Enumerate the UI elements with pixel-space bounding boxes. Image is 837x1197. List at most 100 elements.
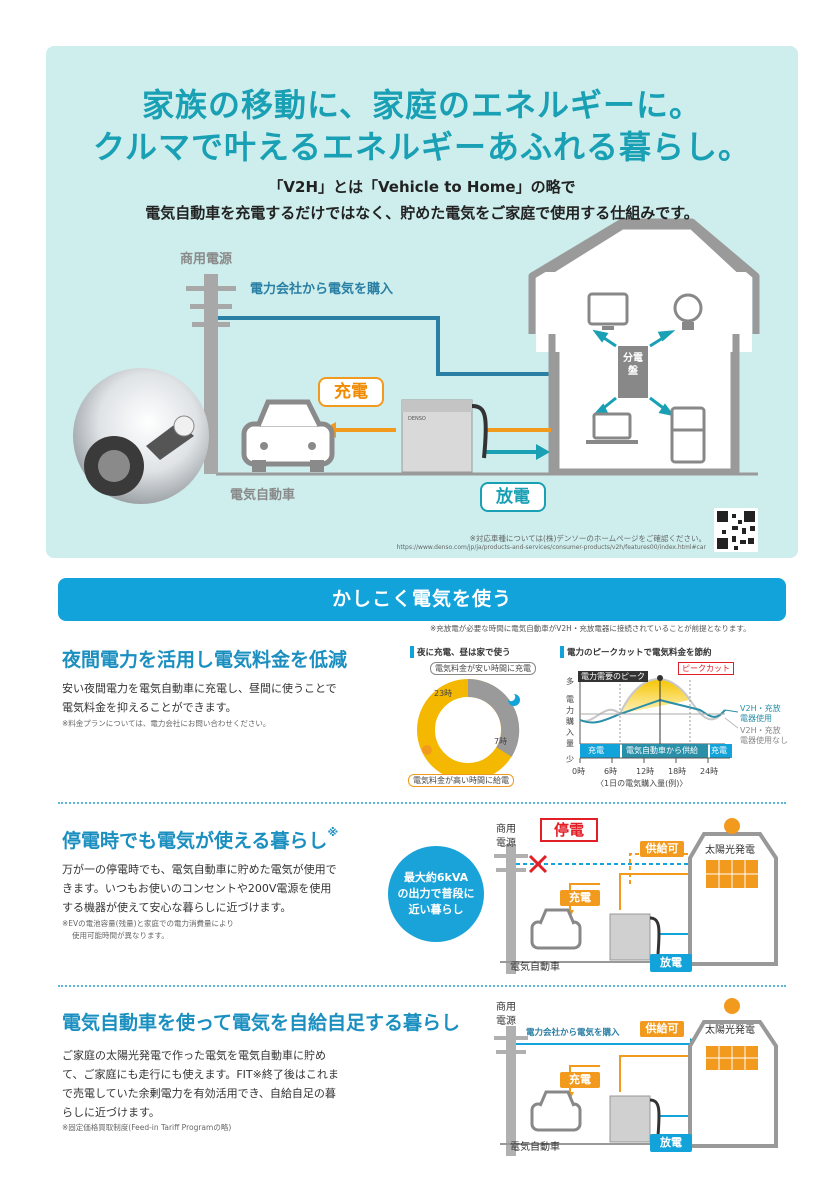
feature2-body-line1: 万が一の停電時でも、電気自動車に貯めた電気が使用で (62, 863, 337, 876)
hero-panel: 家族の移動に、家庭のエネルギーに。 クルマで叶えるエネルギーあふれる暮らし。 「… (46, 46, 798, 558)
band-charge-evening (710, 744, 732, 758)
diag3-commercial-l1: 商用 (496, 1002, 516, 1013)
chart1-label-expensive: 電気料金が高い時間に給電 (408, 774, 514, 787)
badge-charge: 充電 (318, 377, 384, 407)
feature3-body-line1: ご家庭の太陽光発電で作った電気を電気自動車に貯め (62, 1049, 326, 1062)
diag3-ev-label: 電気自動車 (510, 1142, 560, 1153)
feature2-note-line2: 使用可能時間が異なります。 (72, 931, 169, 940)
label-commercial-power: 商用電源 (180, 252, 233, 267)
distribution-panel-icon (618, 346, 648, 398)
divider-1 (58, 802, 786, 804)
outage-diagram (494, 818, 778, 974)
chart1-label-7: 7時 (494, 737, 508, 746)
divider-2 (58, 985, 786, 987)
sun-icon (422, 745, 432, 755)
legend-without-v2h: V2H・充放電器使用なし (740, 726, 788, 745)
tick-12: 12時 (636, 767, 655, 776)
diag3-buy-label: 電力会社から電気を購入 (526, 1028, 620, 1038)
feature2-body-line3: する機器が使えて安心な暮らしに近づけます。 (62, 901, 292, 914)
diag2-solar-label: 太陽光発電 (705, 845, 755, 856)
diag2-commercial-l1: 商用 (496, 824, 516, 835)
chart1-heading: 夜に充電、昼は家で使う (417, 648, 511, 658)
chart2-heading: 電力のピークカットで電気料金を節約 (567, 648, 712, 658)
feature1-note: ※料金プランについては、電力会社にお問い合わせください。 (62, 719, 271, 728)
feature3-note: ※固定価格買取制度(Feed-in Tariff Programの略) (62, 1123, 232, 1132)
band-label-supply: 電気自動車から供給 (626, 746, 698, 755)
tick-18: 18時 (668, 767, 687, 776)
tick-24: 24時 (700, 767, 719, 776)
moon-icon (508, 694, 520, 706)
feature2-note-line1: ※EVの電池容量(残量)と家庭での電力消費量により (62, 919, 234, 928)
peak-cut-chart (579, 675, 739, 763)
tv-icon (587, 292, 629, 326)
charger-icon (609, 1095, 651, 1143)
badge-discharge: 放電 (480, 482, 546, 512)
diag3-discharge-badge: 放電 (650, 1134, 692, 1152)
feature3-title: 電気自動車を使って電気を自給自足する暮らし (62, 1012, 461, 1034)
donut-ring-cheap (467, 678, 520, 757)
diag3-solar-label: 太陽光発電 (705, 1025, 755, 1036)
peak-cut-area (620, 679, 690, 714)
pole-icon (506, 844, 516, 974)
feature2-title-mark: ※ (327, 826, 339, 839)
feature3-body-line3: で売電していた余剰電力を有効活用でき、自給自足の暮 (62, 1087, 336, 1100)
pole-icon (506, 1026, 516, 1156)
hero-note-line1: ※対応車種については(株)デンソーのホームページをご確認ください。 (469, 534, 706, 543)
charger-icon (609, 913, 651, 961)
label-distribution-panel: 分電盤 (623, 353, 643, 377)
tick-0: 0時 (572, 767, 586, 776)
label-ev: 電気自動車 (230, 488, 296, 503)
fridge-icon (670, 406, 706, 464)
diag2-charge-badge: 充電 (560, 890, 600, 906)
hero-note-url[interactable]: https://www.denso.com/jp/ja/products-and… (396, 544, 706, 551)
label-buy-power: 電力会社から電気を購入 (250, 282, 394, 297)
diag3-commercial-l2: 電源 (496, 1016, 516, 1027)
car-icon (530, 1102, 582, 1132)
label-peak-demand: 電力需要のピーク (578, 671, 648, 682)
feature2-title: 停電時でも電気が使える暮らし※ (62, 826, 339, 852)
tick-6: 6時 (604, 767, 618, 776)
section-title-bar: かしこく電気を使う (58, 578, 786, 621)
diag2-supply-badge: 供給可 (640, 841, 684, 857)
chart2-xlabel: 〈1日の電気購入量(例)〉 (596, 779, 688, 788)
hero-illustration (73, 218, 760, 552)
outage-badge: 停電 (540, 818, 598, 842)
band-label-charge2: 充電 (711, 746, 727, 755)
label-peak-cut: ピークカット (678, 662, 734, 675)
diag2-commercial-l2: 電源 (496, 838, 516, 849)
hero-title-line2: クルマで叶えるエネルギーあふれる暮らし。 (92, 128, 752, 166)
feature3-body-line4: らしに近づけます。 (62, 1106, 160, 1119)
buy-power-line (218, 316, 611, 376)
lightbulb-icon (673, 293, 703, 323)
legend-with-v2h: V2H・充放電器使用 (740, 704, 781, 723)
band-ev-supply (622, 744, 708, 758)
sun-icon (724, 818, 740, 834)
y-axis-bottom: 少 (566, 755, 574, 764)
hero-subtitle-line1: 「V2H」とは「Vehicle to Home」の略で (268, 178, 576, 196)
laptop-icon (592, 412, 632, 440)
feature3-body-line2: て、ご家庭にも走行にも使えます。FIT※終了後はこれま (62, 1068, 339, 1081)
feature1-title: 夜間電力を活用し電気料金を低減 (62, 649, 348, 671)
section-note: ※充放電が必要な時間に電気自動車がV2H・充放電器に接続されていることが前提とな… (430, 624, 751, 633)
diag3-charge-badge: 充電 (560, 1072, 600, 1088)
sun-icon (724, 998, 740, 1014)
chart1-label-23: 23時 (434, 689, 453, 698)
donut-chart (417, 678, 520, 781)
diag3-supply-badge: 供給可 (640, 1021, 684, 1037)
band-charge-night (580, 744, 620, 758)
line-with-v2h (579, 698, 726, 724)
hero-subtitle-line2: 電気自動車を充電するだけではなく、貯めた電気をご家庭で使用する仕組みです。 (145, 204, 699, 222)
unit-brand: DENSO (408, 416, 426, 422)
y-axis-top: 多 (566, 677, 574, 686)
feature1-body-line1: 安い夜間電力を電気自動車に充電し、昼間に使うことで (62, 682, 337, 695)
diag2-discharge-badge: 放電 (650, 954, 692, 972)
car-icon (530, 920, 582, 950)
self-sufficiency-diagram (494, 998, 778, 1156)
feature2-body-line2: きます。いつもお使いのコンセントや200V電源を使用 (62, 882, 332, 895)
hero-title-line1: 家族の移動に、家庭のエネルギーに。 (141, 86, 703, 124)
chart1-label-cheap: 電気料金が安い時間に充電 (430, 662, 536, 675)
band-label-charge1: 充電 (588, 746, 604, 755)
y-axis-mid: 電力購入量 (566, 695, 574, 748)
diag2-ev-label: 電気自動車 (510, 962, 560, 973)
